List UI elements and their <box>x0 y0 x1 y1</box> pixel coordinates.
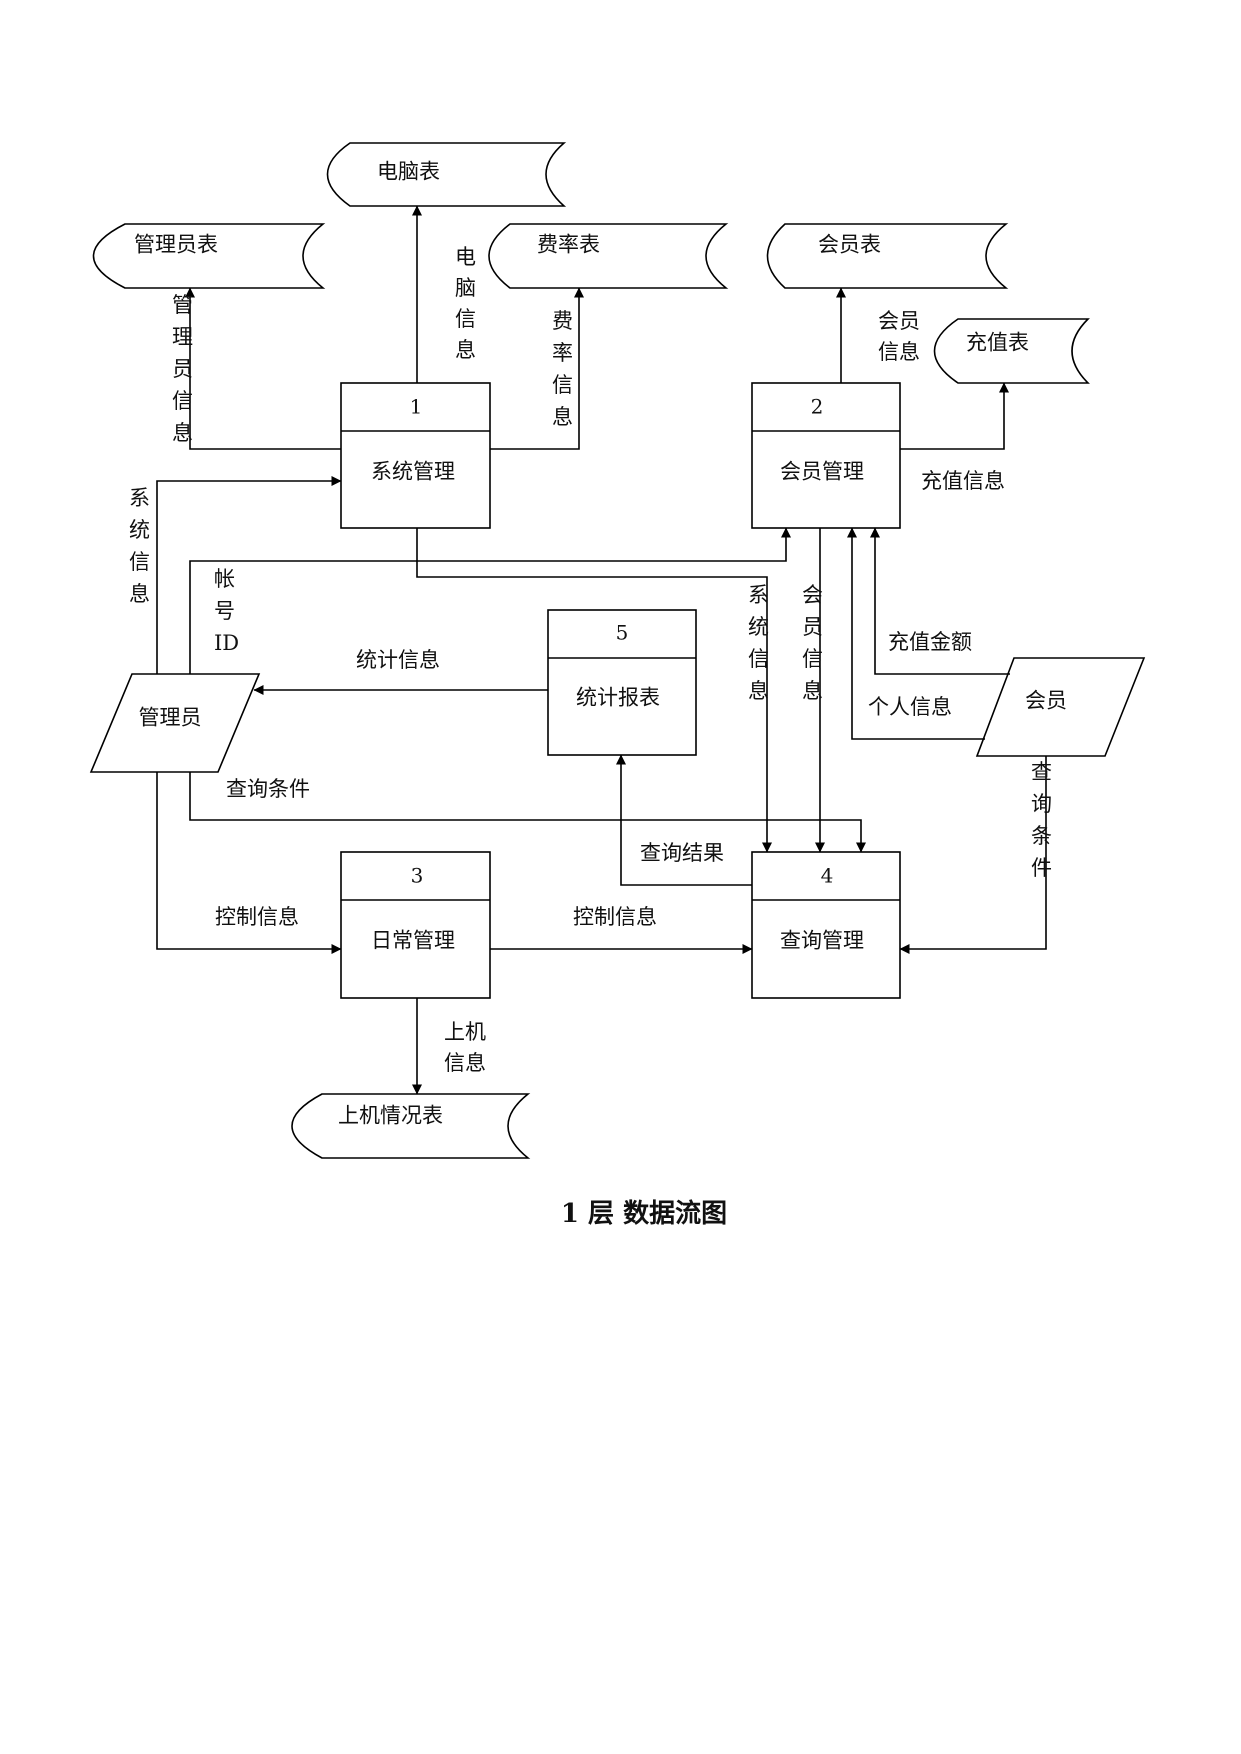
process-4-number: 4 <box>821 864 834 888</box>
diagram-caption: 1 层 数据流图 <box>561 1199 727 1229</box>
store-rate-table-label: 费率表 <box>537 233 600 257</box>
flow-line-control-info-left <box>156 772 342 954</box>
flow-label-stats-info: 统计信息 <box>356 648 440 672</box>
flow-label-control-info-right: 控制信息 <box>573 905 657 929</box>
flow-label-member-info-p4: 会员信息 <box>802 583 823 703</box>
flow-label-system-info-admin: 系统信息 <box>129 486 150 606</box>
entity-member-label: 会员 <box>1025 689 1067 713</box>
flow-label-member-info-store: 会员信息 <box>878 309 920 364</box>
flow-line-personal-info <box>847 527 985 740</box>
flow-line-query-cond-admin <box>189 772 866 853</box>
flow-label-computer-info: 电脑信息 <box>455 245 476 362</box>
flow-label-query-cond-admin: 查询条件 <box>226 777 310 801</box>
process-5-statistics-report: 5 统计报表 <box>547 609 697 756</box>
process-3-daily-management: 3 日常管理 <box>340 851 491 999</box>
flow-label-usage-info: 上机信息 <box>444 1020 486 1075</box>
flow-label-query-cond-member: 查询条件 <box>1031 760 1052 880</box>
flow-line-account-id <box>189 527 791 674</box>
flow-line-query-cond-member <box>899 756 1047 954</box>
flow-line-system-info-p4 <box>416 528 772 853</box>
process-5-number: 5 <box>616 621 629 645</box>
flow-line-admin-info <box>185 287 341 450</box>
process-4-name: 查询管理 <box>780 929 864 953</box>
flow-label-rate-info: 费率信息 <box>552 309 573 429</box>
flow-label-recharge-amount: 充值金额 <box>888 630 972 654</box>
flow-label-control-info-left: 控制信息 <box>215 905 299 929</box>
process-3-number: 3 <box>411 864 424 888</box>
process-4-query-management: 4 查询管理 <box>751 851 901 999</box>
entity-admin-label: 管理员 <box>139 706 202 730</box>
flow-line-recharge-amount <box>870 527 1010 675</box>
flow-line-rate-info <box>490 287 584 450</box>
flow-line-recharge-info <box>900 382 1009 450</box>
store-usage-table: 上机情况表 <box>291 1093 531 1159</box>
flow-label-query-result: 查询结果 <box>640 841 724 865</box>
process-3-name: 日常管理 <box>371 929 455 953</box>
process-1-name: 系统管理 <box>371 460 455 484</box>
store-computer-table: 电脑表 <box>326 142 567 207</box>
store-member-table-label: 会员表 <box>818 233 881 257</box>
store-computer-table-label: 电脑表 <box>377 160 440 184</box>
process-2-name: 会员管理 <box>780 460 864 484</box>
store-admin-table-label: 管理员表 <box>134 233 218 257</box>
store-usage-table-label: 上机情况表 <box>338 1104 443 1128</box>
flow-line-query-result <box>616 754 752 886</box>
process-2-member-management: 2 会员管理 <box>751 382 901 529</box>
process-2-number: 2 <box>811 395 824 419</box>
store-rate-table: 费率表 <box>488 223 729 289</box>
store-recharge-table-label: 充值表 <box>966 331 1029 355</box>
flow-label-personal-info: 个人信息 <box>868 695 952 719</box>
flow-label-system-info-p4: 系统信息 <box>748 583 769 703</box>
flow-label-recharge-info: 充值信息 <box>921 469 1005 493</box>
entity-member: 会员 <box>975 657 1146 757</box>
store-recharge-table: 充值表 <box>933 318 1090 384</box>
process-5-name: 统计报表 <box>576 686 660 710</box>
flow-label-admin-info: 管理员信息 <box>172 293 193 445</box>
store-admin-table: 管理员表 <box>92 223 326 289</box>
flow-line-system-info-admin <box>156 476 342 674</box>
store-member-table: 会员表 <box>766 223 1009 289</box>
process-1-number: 1 <box>410 395 423 419</box>
process-1-system-management: 1 系统管理 <box>340 382 491 529</box>
entity-admin: 管理员 <box>89 673 261 773</box>
